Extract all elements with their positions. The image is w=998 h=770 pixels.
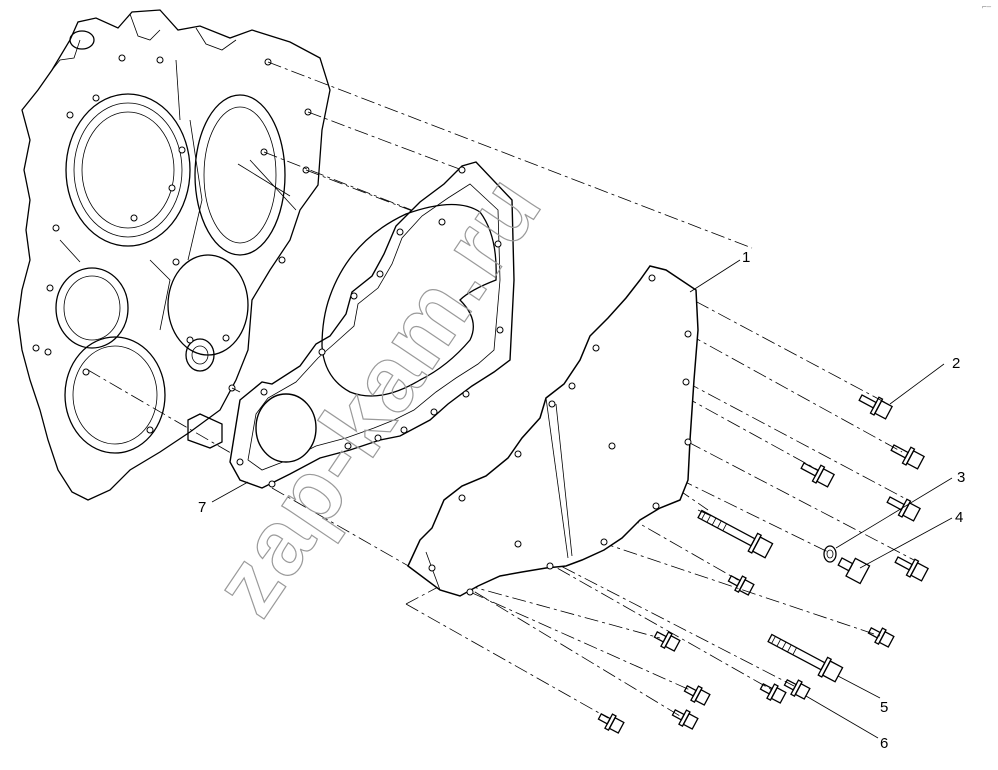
flange-bolt <box>727 574 755 596</box>
flange-bolt <box>783 678 811 700</box>
long-bolt <box>767 633 844 683</box>
bolts <box>597 394 929 734</box>
gear-housing <box>17 9 331 501</box>
callout-5: 5 <box>880 699 888 716</box>
leader-lines <box>211 259 953 739</box>
flange-bolt <box>759 682 787 704</box>
gear-cover <box>407 265 699 597</box>
flange-bolt <box>890 444 925 470</box>
flange-bolt <box>653 630 681 652</box>
washer <box>823 545 837 563</box>
flange-bolt <box>886 496 921 522</box>
flange-bolt <box>867 626 895 648</box>
flange-bolt <box>671 708 699 730</box>
callout-2: 2 <box>952 355 960 372</box>
flange-bolt <box>800 462 835 488</box>
callout-labels: 1 2 3 4 5 6 7 <box>198 249 965 752</box>
alignment-lines <box>87 61 915 719</box>
callout-3: 3 <box>957 469 965 486</box>
callout-1: 1 <box>742 249 750 266</box>
corner-mark: ⌐‒ <box>982 2 992 11</box>
callout-4: 4 <box>955 509 963 526</box>
flange-bolt <box>858 394 893 420</box>
flange-bolt <box>683 684 711 706</box>
flange-bolt <box>894 556 929 582</box>
long-bolt <box>697 509 774 559</box>
callout-7: 7 <box>198 499 206 516</box>
callout-6: 6 <box>880 735 888 752</box>
gasket <box>229 161 515 489</box>
flange-bolt <box>597 712 625 734</box>
hex-bolt <box>837 557 871 585</box>
